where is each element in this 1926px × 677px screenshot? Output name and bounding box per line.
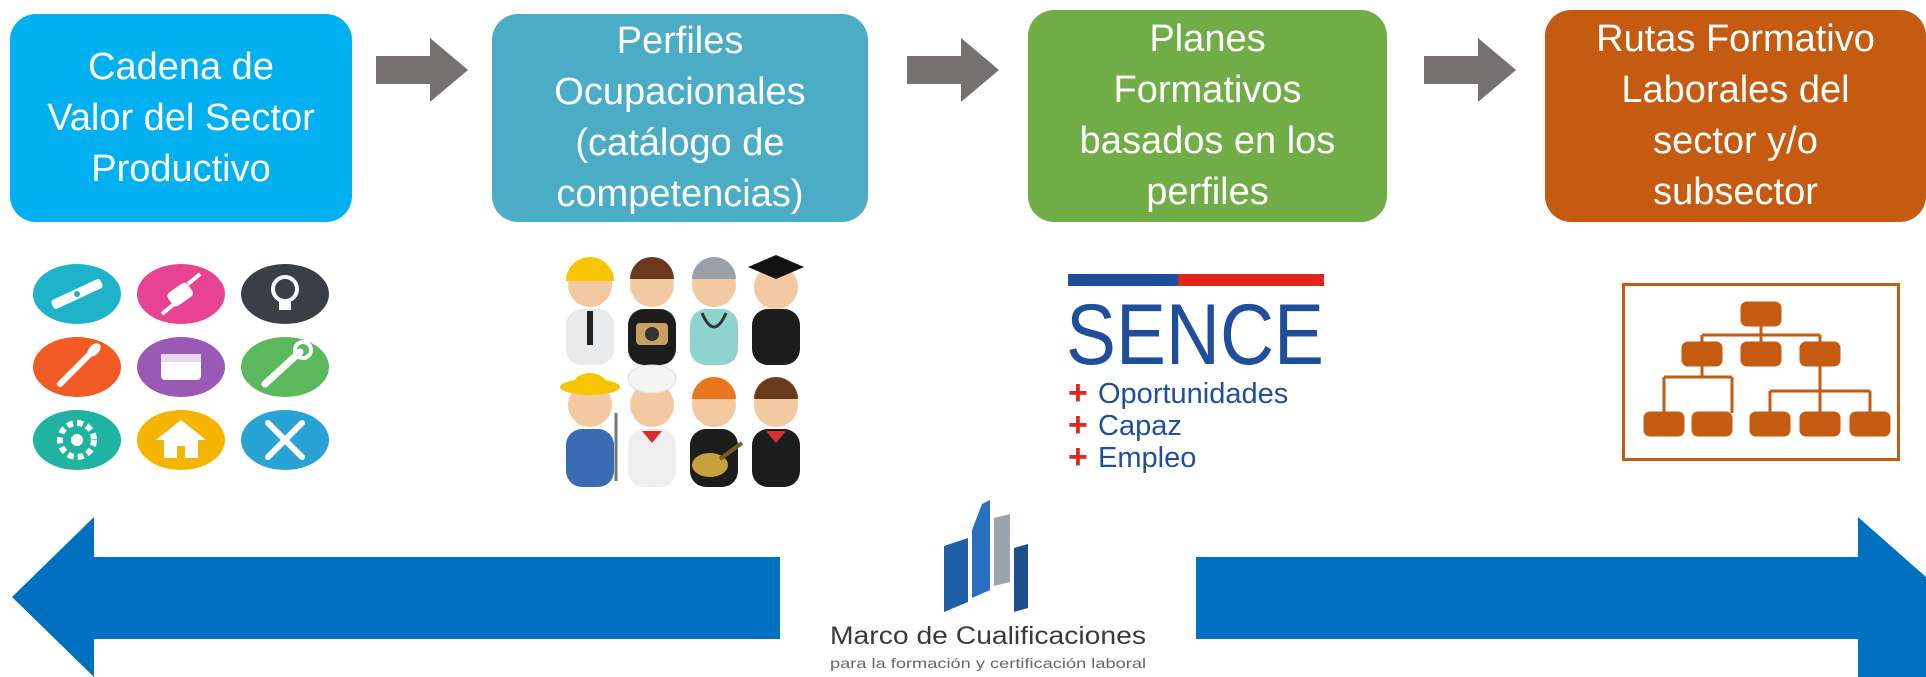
sence-line-empleo: Empleo: [1098, 442, 1196, 474]
step-label-training-plans: Planes Formativos basados en los perfile…: [1079, 18, 1336, 213]
step-label-occupational-profiles: Perfiles Ocupacionales (catálogo de comp…: [554, 20, 806, 215]
paint-bucket-icon: [137, 337, 225, 397]
professional-figures: [560, 255, 804, 487]
step-arrow-2: [907, 38, 999, 102]
org-chart-icon: [1622, 283, 1900, 461]
gear-icon: [33, 410, 121, 470]
lightbulb-icon: [241, 264, 329, 324]
step-box-training-routes: Rutas Formativo Laborales del sector y/o…: [1545, 10, 1926, 222]
sence-wordmark: SENCE: [1066, 287, 1324, 383]
step-box-value-chain: Cadena de Valor del Sector Productivo: [10, 14, 352, 222]
plus-icon: +: [1068, 374, 1088, 412]
right-blue-arrow: [1196, 517, 1926, 677]
marco-subtitle: para la formación y certificación labora…: [830, 655, 1146, 671]
house-icon: [137, 410, 225, 470]
plus-icon: +: [1068, 438, 1088, 476]
left-blue-arrow: [12, 517, 780, 677]
chef-figure: [627, 364, 677, 487]
paintbrush-icon: [33, 337, 121, 397]
marco-logo-icon: [944, 500, 1028, 612]
marco-title: Marco de Cualificaciones: [830, 622, 1146, 650]
musician-figure: [690, 377, 744, 487]
doctor-figure: [690, 257, 738, 365]
step-box-training-plans: Planes Formativos basados en los perfile…: [1028, 10, 1387, 222]
sence-logo: SENCE + Oportunidades + Capaz + Empleo: [1066, 274, 1324, 476]
sence-line-oportunidades: Oportunidades: [1098, 378, 1288, 410]
plus-icon: +: [1068, 406, 1088, 444]
marco-logo-text: Marco de Cualificaciones para la formaci…: [830, 622, 1146, 671]
step-label-training-routes: Rutas Formativo Laborales del sector y/o…: [1596, 18, 1875, 213]
step-arrow-1: [376, 38, 468, 102]
level-icon: [33, 264, 121, 324]
wrench-icon: [241, 337, 329, 397]
sector-icons-grid: [33, 264, 329, 470]
sence-line-capaz: Capaz: [1098, 410, 1182, 442]
farmer-figure: [560, 373, 620, 487]
plug-icon: [137, 264, 225, 324]
graduate-figure: [748, 255, 804, 365]
waiter-figure: [752, 377, 800, 487]
tools-icon: [241, 410, 329, 470]
step-arrow-3: [1424, 38, 1516, 102]
step-box-occupational-profiles: Perfiles Ocupacionales (catálogo de comp…: [492, 14, 868, 222]
step-label-value-chain: Cadena de Valor del Sector Productivo: [47, 45, 315, 190]
engineer-figure: [566, 257, 614, 365]
photographer-figure: [628, 257, 676, 365]
